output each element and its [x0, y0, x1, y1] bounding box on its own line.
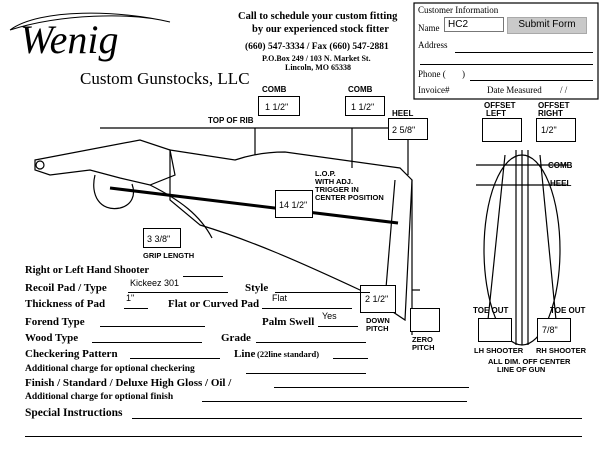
special-instructions-label: Special Instructions [25, 407, 123, 419]
lop-label-4: CENTER POSITION [315, 193, 384, 202]
down-pitch-line [384, 179, 396, 301]
grip-value: 3 3/8" [147, 234, 171, 244]
hand-label: Right or Left Hand Shooter [25, 265, 150, 276]
address-label: Address [418, 40, 448, 50]
grip-curve [149, 184, 213, 239]
comb1-box[interactable]: 1 1/2" [258, 96, 300, 116]
heel-label: HEEL [392, 109, 414, 118]
phone-paren: ) [462, 69, 465, 79]
offset-note-1: ALL DIM. OFF CENTER [488, 357, 571, 366]
top-of-rib-label: TOP OF RIB [208, 116, 254, 125]
down-pitch-label-1: DOWN [366, 316, 390, 325]
receiver-pin [35, 160, 45, 170]
zero-pitch-label-1: ZERO [412, 335, 433, 344]
toe-right-box[interactable]: 7/8" [537, 318, 571, 342]
grip-length-label: GRIP LENGTH [143, 251, 195, 260]
down-pitch-value: 2 1/2" [365, 294, 389, 304]
logo-brand: Wenig [20, 17, 119, 62]
grip-box[interactable]: 3 3/8" [143, 228, 181, 248]
invoice-label: Invoice# [418, 85, 450, 95]
offset-heel-label: HEEL [550, 179, 572, 188]
comb1-label: COMB [262, 85, 287, 94]
call-line-1: Call to schedule your custom fitting [238, 11, 398, 22]
phone-fax: (660) 547-3334 / Fax (660) 547-2881 [245, 42, 389, 52]
address-line-1: P.O.Box 249 / 103 N. Market St. [262, 54, 371, 63]
trigger-guard [93, 174, 135, 210]
thickness-value[interactable]: 1" [126, 293, 135, 303]
call-line-2: by our experienced stock fitter [252, 24, 389, 35]
logo-swash [9, 12, 171, 31]
customer-info-title: Customer Information [418, 5, 499, 15]
down-pitch-box[interactable]: 2 1/2" [360, 285, 396, 313]
heel-value: 2 5/8" [392, 125, 416, 135]
name-label: Name [418, 23, 440, 33]
gun-receiver [34, 139, 176, 186]
toe-out-right-label: TOE OUT [550, 306, 586, 315]
add-checkering-label: Additional charge for optional checkerin… [25, 364, 195, 374]
lop-label-1: L.O.P. [315, 169, 336, 178]
lop-box[interactable]: 14 1/2" [275, 190, 313, 218]
flat-curved-value[interactable]: Flat [272, 293, 288, 303]
palm-swell-label: Palm Swell [262, 316, 315, 328]
phone-label: Phone ( [418, 69, 446, 79]
finish-label: Finish / Standard / Deluxe High Gloss / … [25, 377, 232, 389]
thickness-label: Thickness of Pad [25, 298, 106, 310]
flat-curved-label: Flat or Curved Pad [168, 298, 260, 310]
lop-label-2: WITH ADJ. [315, 177, 354, 186]
offset-right-value: 1/2" [541, 125, 557, 135]
offset-note-2: LINE OF GUN [497, 365, 546, 374]
style-label: Style [245, 282, 269, 294]
customer-info-border [413, 2, 599, 100]
name-field[interactable]: HC2 [444, 17, 504, 32]
lop-value: 14 1/2" [279, 200, 308, 210]
palm-swell-value[interactable]: Yes [322, 311, 337, 321]
offset-comb-label: COMB [548, 161, 573, 170]
down-pitch-label-2: PITCH [366, 324, 389, 333]
toe-value: 7/8" [542, 325, 558, 335]
wood-type-label: Wood Type [25, 332, 79, 344]
recoil-value[interactable]: Kickeez 301 [130, 278, 180, 288]
offset-right-box[interactable]: 1/2" [536, 118, 576, 142]
comb2-value: 1 1/2" [351, 102, 375, 112]
logo-company: Custom Gunstocks, LLC [80, 69, 250, 88]
date-separators: / / [560, 85, 568, 95]
lop-line [109, 186, 399, 225]
heel-box[interactable]: 2 5/8" [388, 118, 428, 140]
rh-shooter-label: RH SHOOTER [536, 346, 587, 355]
address-line-2: Lincoln, MO 65338 [285, 63, 352, 72]
line-label: Line [234, 348, 256, 360]
grade-label: Grade [221, 332, 251, 344]
comb2-label: COMB [348, 85, 373, 94]
zero-pitch-box[interactable] [410, 308, 440, 332]
line-note: (22line standard) [257, 349, 320, 359]
zero-pitch-label-2: PITCH [412, 343, 435, 352]
forend-label: Forend Type [25, 316, 85, 328]
add-finish-label: Additional charge for optional finish [25, 392, 174, 402]
recoil-label: Recoil Pad / Type [25, 282, 107, 294]
offset-left-box[interactable] [482, 118, 522, 142]
offset-left-label-1: OFFSET [484, 101, 516, 110]
comb1-value: 1 1/2" [265, 102, 289, 112]
date-measured-label: Date Measured [487, 85, 542, 95]
submit-form-button[interactable]: Submit Form [507, 17, 587, 34]
checkering-label: Checkering Pattern [25, 348, 118, 360]
lh-shooter-label: LH SHOOTER [474, 346, 524, 355]
toe-left-box[interactable] [478, 318, 512, 342]
offset-left-label-2: LEFT [486, 109, 506, 118]
offset-right-label-2: RIGHT [538, 109, 563, 118]
comb2-box[interactable]: 1 1/2" [345, 96, 385, 116]
toe-out-left-label: TOE OUT [473, 306, 509, 315]
offset-right-label-1: OFFSET [538, 101, 570, 110]
lop-label-3: TRIGGER IN [315, 185, 359, 194]
